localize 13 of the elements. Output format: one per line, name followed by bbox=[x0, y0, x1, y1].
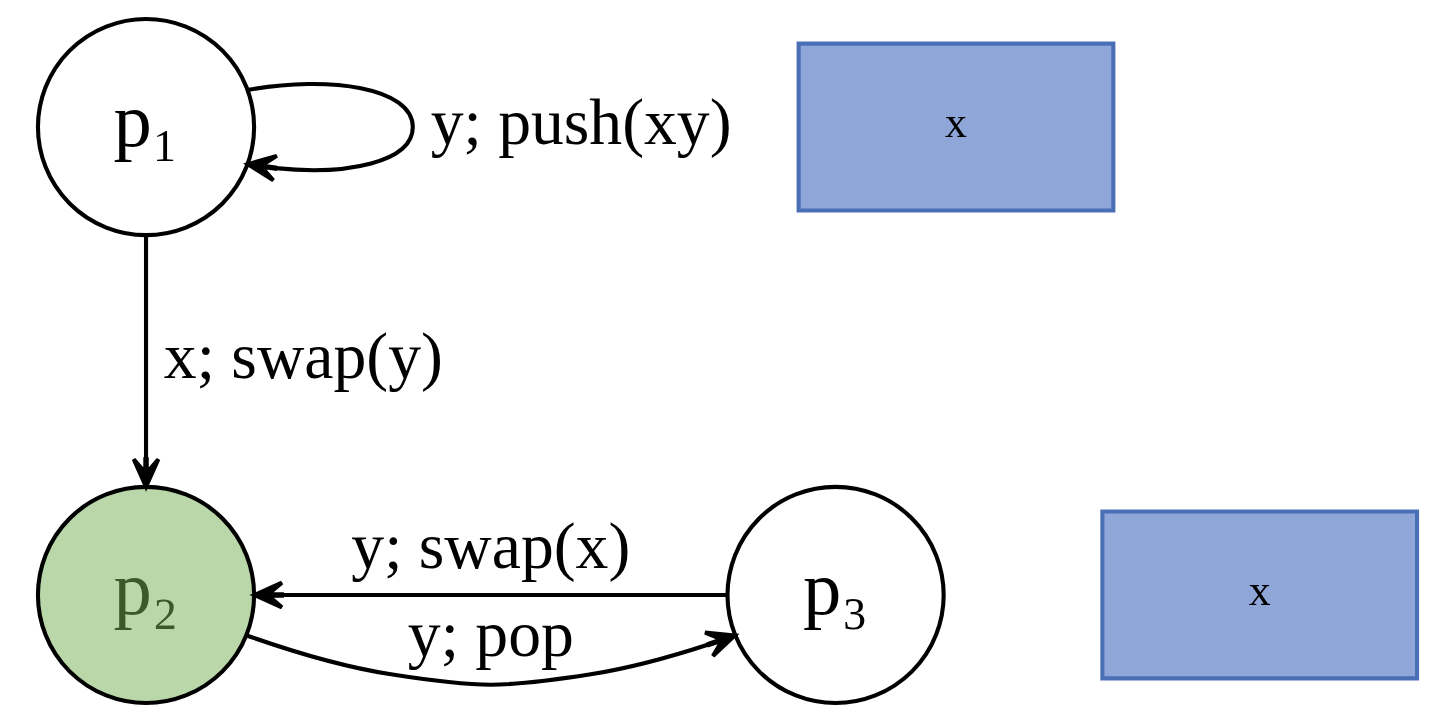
node-box: x bbox=[1100, 509, 1420, 681]
edge-label: y; push(xy) bbox=[430, 85, 732, 159]
arrow bbox=[252, 580, 727, 610]
arrow bbox=[245, 81, 415, 183]
node-circle: p₁ bbox=[35, 16, 257, 238]
edge-label: x; swap(y) bbox=[163, 318, 443, 392]
node-box: x bbox=[796, 41, 1116, 213]
node-circle: p₂ bbox=[35, 484, 257, 706]
edge-label: y; swap(x) bbox=[351, 509, 631, 583]
arrow bbox=[246, 630, 737, 687]
edge-label: y; pop bbox=[407, 596, 574, 670]
arrow bbox=[131, 235, 161, 489]
node-circle: p₃ bbox=[725, 484, 946, 706]
